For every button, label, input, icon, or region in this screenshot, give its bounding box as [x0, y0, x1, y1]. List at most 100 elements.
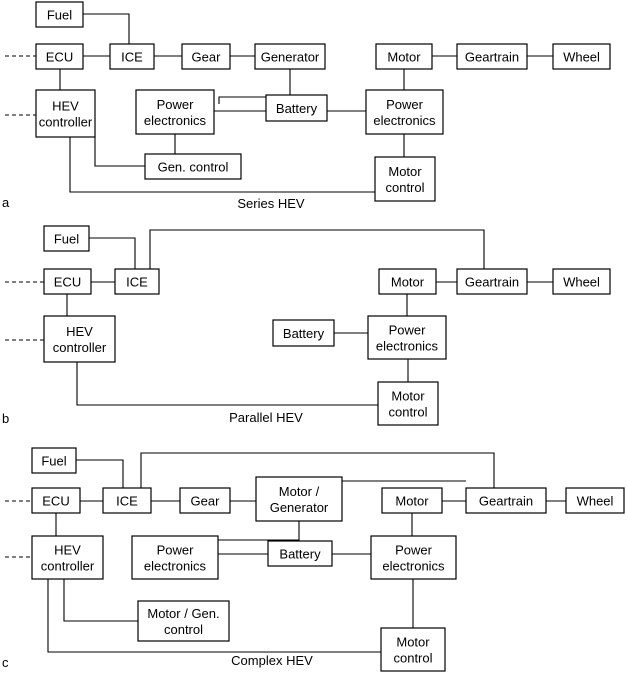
ice-label-line: ICE [126, 275, 148, 290]
ecu-box: ECU [31, 487, 81, 514]
panel-letter-b: b [2, 411, 9, 426]
power-electronics-left-label-line: electronics [144, 559, 207, 574]
battery-label-line: Battery [279, 547, 321, 562]
gear-label: Gear [191, 494, 221, 509]
power-electronics-right-box-frame [370, 535, 457, 580]
ice-box: ICE [102, 487, 152, 514]
geartrain-box: Geartrain [456, 268, 528, 295]
complex-hev-caption: Complex HEV [231, 653, 313, 668]
gear-label-line: Gear [192, 50, 222, 65]
connector-line [76, 362, 378, 406]
power-electronics-right-box-frame [365, 89, 444, 135]
wheel-box: Wheel [552, 43, 611, 70]
wheel-box-frame [552, 268, 611, 295]
ecu-label-line: ECU [54, 275, 81, 290]
gear-box-frame [179, 487, 231, 514]
power-electronics-left-label-line: electronics [144, 113, 207, 128]
motor-gen-control-label: Motor / Gen.control [147, 606, 219, 637]
battery-box: Battery [267, 540, 333, 567]
connector-line [47, 579, 381, 653]
power-electronics-right-label-line: Power [386, 97, 424, 112]
fuel-label-line: Fuel [54, 232, 79, 247]
ecu-label-line: ECU [46, 50, 73, 65]
motor-label: Motor [387, 50, 421, 65]
hev-controller-label-line: HEV [54, 543, 81, 558]
battery-box: Battery [265, 94, 328, 122]
motor-generator-box: Motor /Generator [255, 476, 343, 522]
hev-controller-label-line: controller [41, 559, 95, 574]
wheel-label-line: Wheel [577, 494, 614, 509]
wheel-box-frame [565, 487, 625, 514]
motor-box-frame [375, 43, 433, 70]
motor-label-line: Motor [395, 494, 429, 509]
wheel-box: Wheel [552, 268, 611, 295]
gear-label: Gear [192, 50, 222, 65]
generator-label: Generator [261, 50, 320, 65]
connector-line [89, 237, 136, 269]
power-electronics-label-line: electronics [376, 339, 439, 354]
battery-label: Battery [283, 326, 325, 341]
geartrain-box-frame [456, 43, 528, 70]
hev-controller-label-line: HEV [52, 99, 79, 114]
ice-box: ICE [114, 268, 160, 295]
generator-box: Generator [254, 43, 326, 70]
series-hev-caption: Series HEV [237, 196, 305, 211]
panel-letter-c: c [2, 655, 9, 670]
fuel-label: Fuel [54, 232, 79, 247]
battery-box: Battery [272, 319, 335, 347]
geartrain-box: Geartrain [456, 43, 528, 70]
connector-line [69, 137, 375, 193]
geartrain-label-line: Geartrain [479, 494, 533, 509]
wheel-label: Wheel [577, 494, 614, 509]
fuel-box-frame [43, 225, 90, 252]
fuel-box: Fuel [35, 1, 84, 28]
battery-box-frame [272, 319, 335, 347]
ecu-label: ECU [42, 494, 69, 509]
motor-control-label-line: control [393, 651, 432, 666]
geartrain-box: Geartrain [465, 487, 547, 514]
motor-box-frame [378, 268, 437, 295]
power-electronics-right-label-line: electronics [382, 559, 445, 574]
connector-line [76, 459, 124, 488]
hev-controller-label-line: HEV [66, 324, 93, 339]
motor-generator-label: Motor /Generator [270, 484, 329, 515]
power-electronics-left-box-frame [135, 89, 215, 135]
geartrain-box-frame [456, 268, 528, 295]
connector-line [149, 229, 485, 269]
hev-controller-box-frame [35, 89, 96, 138]
geartrain-label: Geartrain [479, 494, 533, 509]
motor-generator-box-frame [255, 476, 343, 522]
ice-label-line: ICE [121, 50, 143, 65]
ecu-box-frame [31, 487, 81, 514]
ecu-box: ECU [35, 43, 84, 70]
battery-label-line: Battery [283, 326, 325, 341]
power-electronics-left-box-frame [131, 535, 219, 580]
connector-line [218, 69, 291, 104]
fuel-label: Fuel [41, 454, 66, 469]
geartrain-label-line: Geartrain [465, 275, 519, 290]
ecu-label: ECU [54, 275, 81, 290]
motor-label-line: Motor [387, 50, 421, 65]
ice-box-frame [102, 487, 152, 514]
hev-controller-box-frame [43, 315, 116, 363]
geartrain-label: Geartrain [465, 275, 519, 290]
parallel-hev-caption: Parallel HEV [229, 410, 303, 425]
motor-control-label-line: Motor [388, 164, 422, 179]
wheel-box: Wheel [565, 487, 625, 514]
gear-box: Gear [181, 43, 231, 70]
gear-box-frame [181, 43, 231, 70]
wheel-label: Wheel [563, 50, 600, 65]
gear-box: Gear [179, 487, 231, 514]
motor-box: Motor [381, 487, 443, 514]
motor-control-box-frame [377, 381, 439, 426]
